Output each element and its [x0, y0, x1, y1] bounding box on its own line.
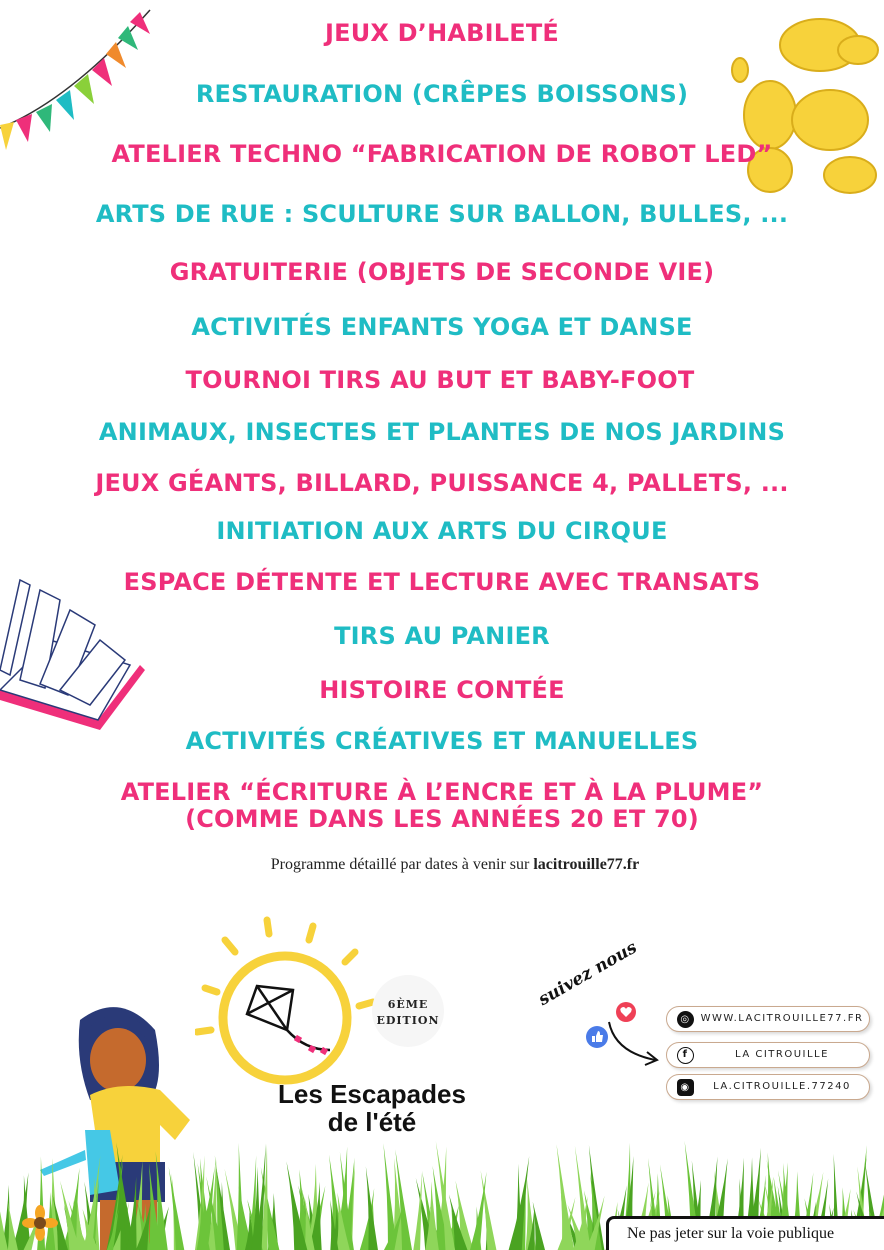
instagram-link-pill[interactable]: ◉ LA.CITROUILLE.77240 — [666, 1074, 870, 1100]
activity-item: (COMME DANS LES ANNÉES 20 ET 70) — [185, 805, 699, 833]
website-label: WWW.LACITROUILLE77.FR — [700, 1013, 864, 1024]
instagram-icon: ◉ — [677, 1079, 694, 1096]
activity-item: GRATUITERIE (OBJETS DE SECONDE VIE) — [169, 258, 715, 286]
website-link[interactable]: lacitrouille77.fr — [533, 856, 640, 873]
open-book-decoration — [0, 578, 145, 730]
globe-icon: ◎ — [677, 1011, 694, 1028]
facebook-label: LA CITROUILLE — [735, 1049, 829, 1060]
flower-icon — [22, 1205, 58, 1241]
facebook-icon: f — [677, 1047, 694, 1064]
bunting-decoration — [0, 9, 151, 150]
balloon-dog-decoration — [731, 18, 879, 194]
heart-icon — [616, 1002, 636, 1022]
program-note-text: Programme détaillé par dates à venir sur — [270, 856, 534, 873]
edition-label: EDITION — [376, 1014, 440, 1027]
activity-item: ACTIVITÉS CRÉATIVES ET MANUELLES — [185, 727, 699, 755]
activity-item: ESPACE DÉTENTE ET LECTURE AVEC TRANSATS — [123, 568, 761, 596]
activity-item: INITIATION AUX ARTS DU CIRQUE — [216, 517, 668, 545]
sun-kite-logo-icon — [195, 916, 377, 1085]
activity-item: ATELIER TECHNO “FABRICATION DE ROBOT LED… — [111, 140, 773, 168]
instagram-label: LA.CITROUILLE.77240 — [713, 1081, 851, 1092]
do-not-litter-notice: Ne pas jeter sur la voie publique — [606, 1216, 884, 1250]
activity-item: HISTOIRE CONTÉE — [319, 676, 565, 704]
arrow-icon — [608, 1021, 659, 1066]
activity-item: JEUX D’HABILETÉ — [324, 19, 560, 47]
facebook-link-pill[interactable]: f LA CITROUILLE — [666, 1042, 870, 1068]
thumbs-up-icon — [586, 1026, 608, 1048]
activity-item: ARTS DE RUE : SCULTURE SUR BALLON, BULLE… — [95, 200, 789, 228]
activity-item: ACTIVITÉS ENFANTS YOGA ET DANSE — [191, 313, 693, 341]
event-title-line2: de l'été — [327, 1107, 417, 1137]
activity-item: ANIMAUX, INSECTES ET PLANTES DE NOS JARD… — [98, 418, 786, 446]
activity-item: ATELIER “ÉCRITURE À L’ENCRE ET À LA PLUM… — [120, 778, 764, 806]
follow-us-heading: suivez nous — [535, 937, 641, 1010]
activity-item: RESTAURATION (CRÊPES BOISSONS) — [195, 80, 689, 108]
event-title: Les Escapades de l'été — [232, 1080, 512, 1136]
program-note: Programme détaillé par dates à venir sur… — [0, 856, 884, 874]
edition-badge: 6ÈME EDITION — [372, 975, 444, 1047]
activity-item: TOURNOI TIRS AU BUT ET BABY-FOOT — [185, 366, 695, 394]
event-title-line1: Les Escapades — [278, 1079, 466, 1109]
website-link-pill[interactable]: ◎ WWW.LACITROUILLE77.FR — [666, 1006, 870, 1032]
activity-item: TIRS AU PANIER — [334, 622, 550, 650]
edition-number: 6ÈME — [387, 998, 429, 1011]
activity-item: JEUX GÉANTS, BILLARD, PUISSANCE 4, PALLE… — [95, 469, 789, 497]
